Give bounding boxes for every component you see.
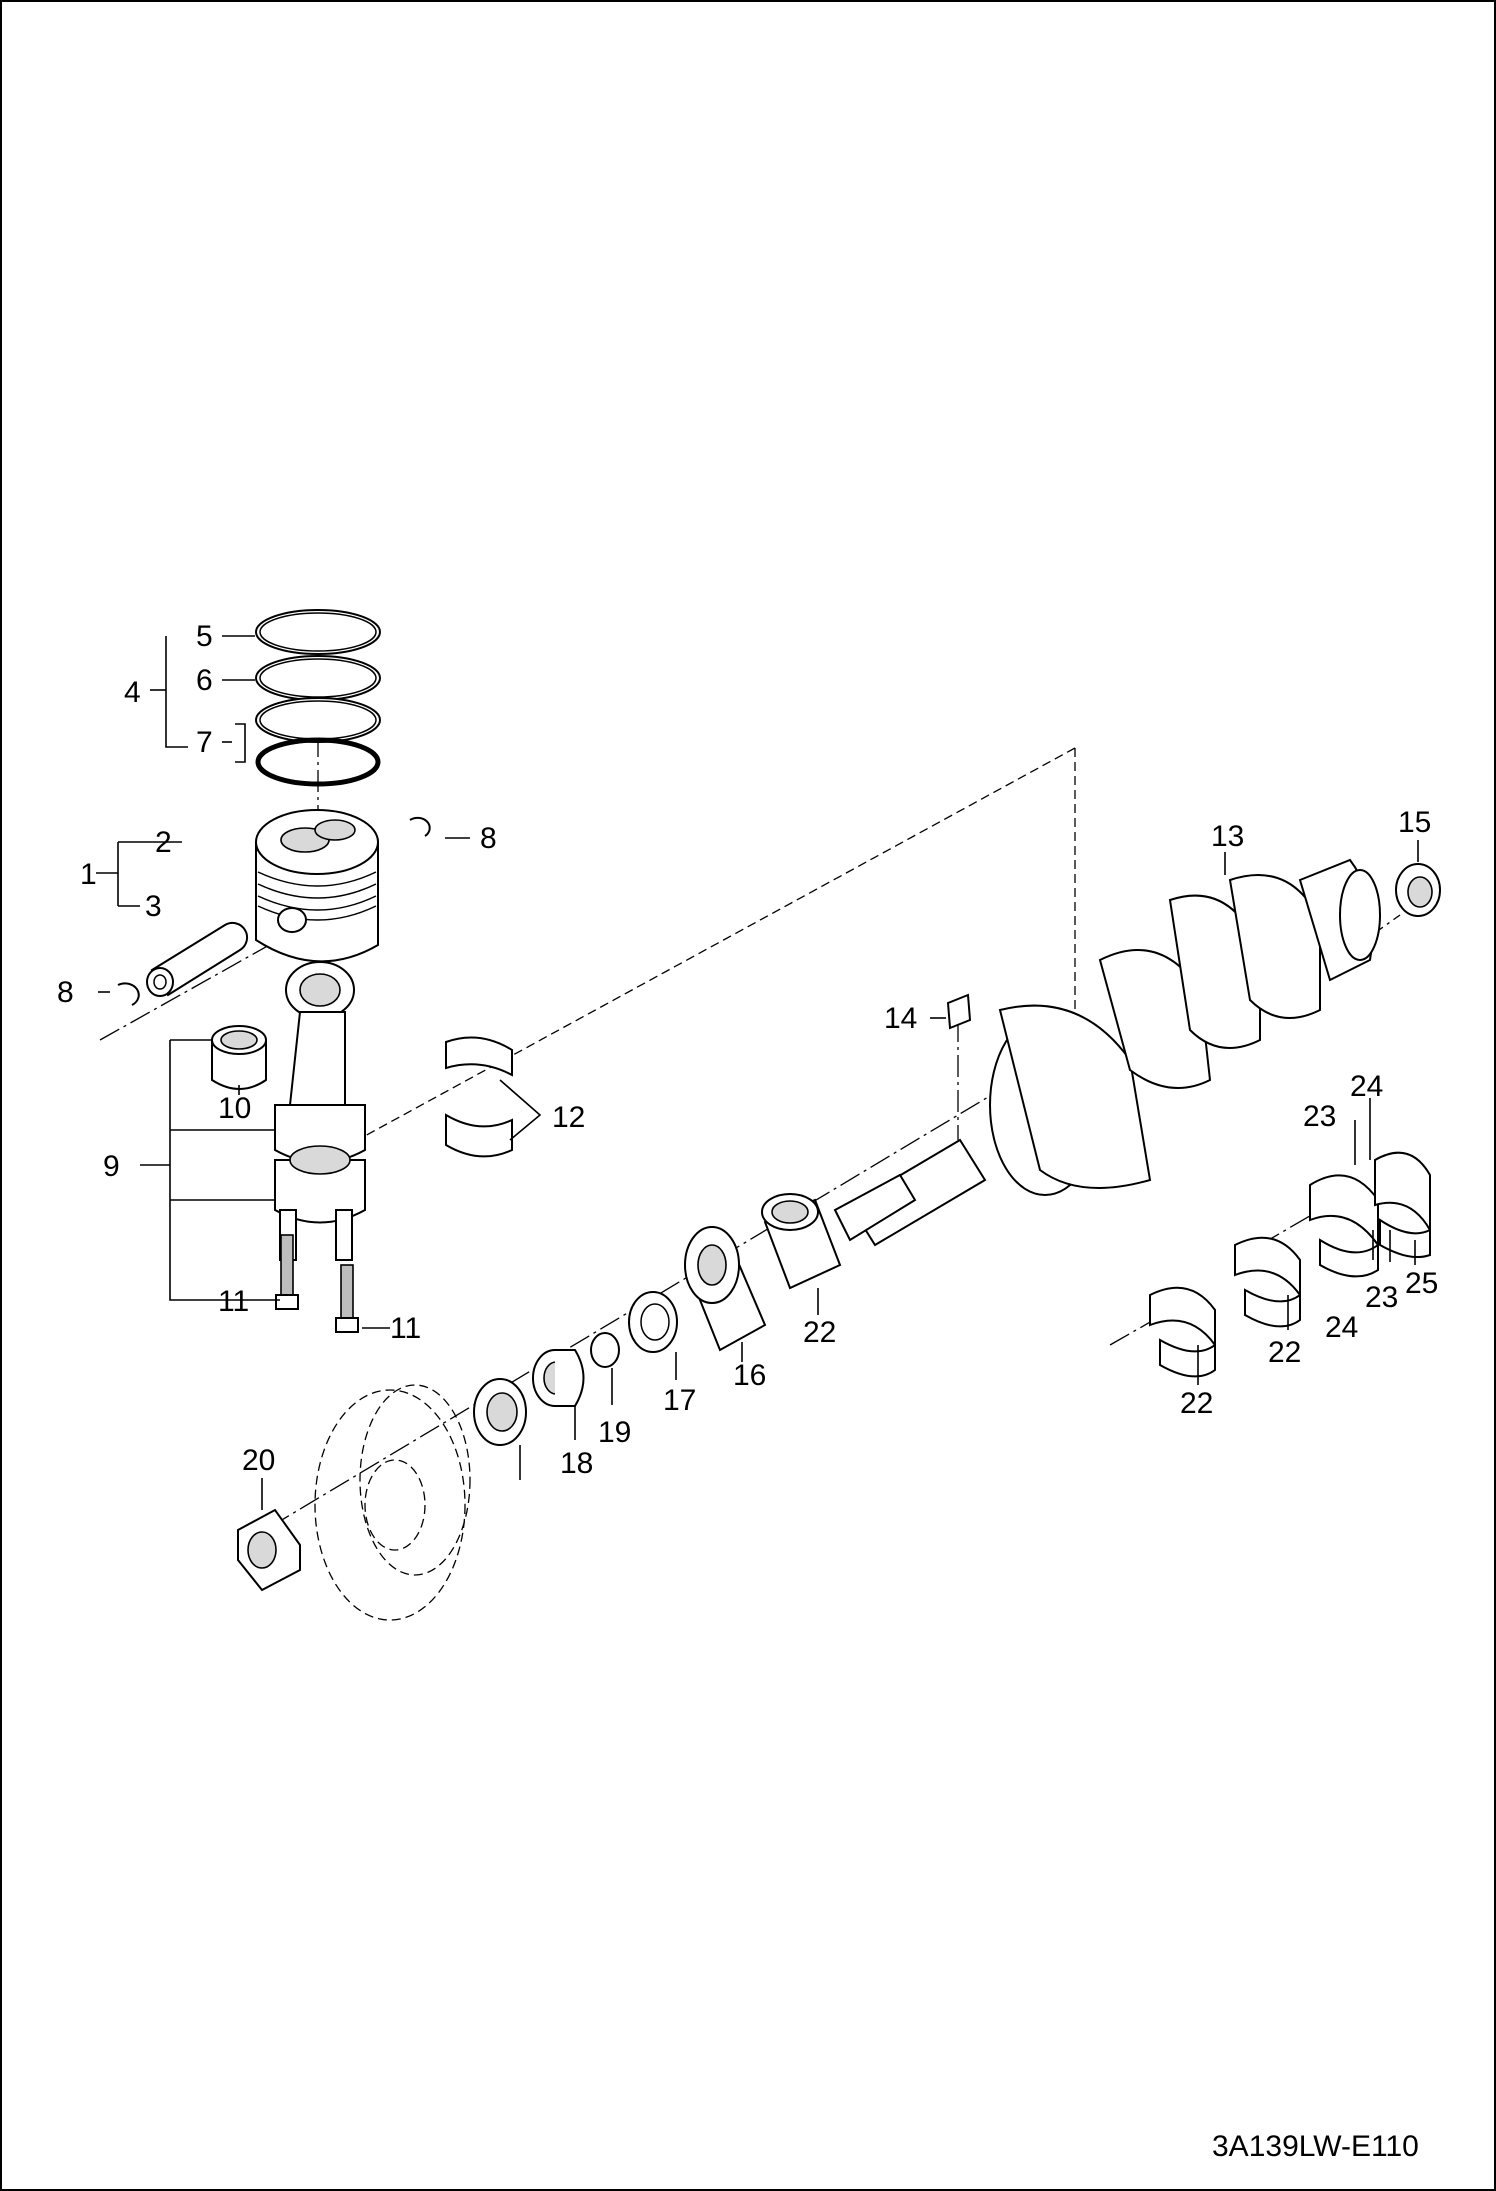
callout-20: 20 xyxy=(242,1444,275,1477)
callout-22-bottom: 22 xyxy=(1180,1387,1213,1420)
callout-9: 9 xyxy=(103,1150,120,1183)
front-oil-seal xyxy=(473,1378,527,1446)
thrust-washer xyxy=(628,1291,678,1353)
oil-seal xyxy=(1395,863,1441,917)
callout-12: 12 xyxy=(552,1101,585,1134)
callout-11-right: 11 xyxy=(390,1312,421,1345)
callout-5: 5 xyxy=(196,620,213,653)
collar xyxy=(532,1349,585,1407)
callout-7: 7 xyxy=(196,726,213,759)
callout-2: 2 xyxy=(155,826,172,859)
o-ring xyxy=(590,1332,620,1368)
callout-22-middle: 22 xyxy=(1268,1336,1301,1369)
snap-rings xyxy=(117,816,431,1006)
rod-bearing-shells xyxy=(445,1036,513,1158)
callout-22-top-right: 23 xyxy=(1365,1281,1398,1314)
callout-15: 16 xyxy=(733,1359,766,1392)
small-end-bushing xyxy=(211,1025,267,1090)
callout-17: 17 xyxy=(663,1384,696,1417)
center-lines xyxy=(99,630,1401,1546)
callout-10: 10 xyxy=(218,1092,251,1125)
crankshaft-gear xyxy=(684,1226,767,1352)
main-bearings xyxy=(1149,1151,1431,1378)
callout-24-left: 24 xyxy=(1325,1311,1358,1344)
crankshaft-nut xyxy=(237,1508,301,1592)
callout-6: 6 xyxy=(196,664,213,697)
callout-24-right: 25 xyxy=(1405,1267,1438,1300)
callout-23-left: 23 xyxy=(1303,1100,1336,1133)
callout-labels: 5 6 4 7 2 8 1 3 8 14 10 12 9 11 11 13 15… xyxy=(57,620,1438,2163)
callout-3: 3 xyxy=(145,890,162,923)
drawing-code: 3A139LW-E110 xyxy=(1212,2130,1419,2163)
connecting-rod-bolts xyxy=(275,1234,359,1333)
piston-rings xyxy=(255,609,381,787)
leader-lines xyxy=(96,635,1419,1510)
callout-19: 19 xyxy=(598,1416,631,1449)
callout-21: 22 xyxy=(803,1316,836,1349)
crankshaft-pulley-phantom xyxy=(314,1384,471,1621)
callout-8-left: 8 xyxy=(57,976,74,1009)
callout-4: 4 xyxy=(124,676,141,709)
callout-14: 15 xyxy=(1398,806,1431,839)
piston-pin xyxy=(146,921,249,997)
connecting-rod xyxy=(274,961,366,1261)
callout-11-left: 11 xyxy=(218,1285,249,1318)
crankshaft xyxy=(833,858,1381,1247)
piston xyxy=(255,809,379,963)
crank-gear-bushing xyxy=(761,1193,842,1290)
callout-16: 14 xyxy=(884,1002,917,1035)
callout-13: 13 xyxy=(1211,820,1244,853)
callout-8-right: 8 xyxy=(480,822,497,855)
key xyxy=(946,993,972,1030)
callout-23-right: 24 xyxy=(1350,1070,1383,1103)
callout-18: 18 xyxy=(560,1447,593,1480)
callout-1: 1 xyxy=(80,858,97,891)
